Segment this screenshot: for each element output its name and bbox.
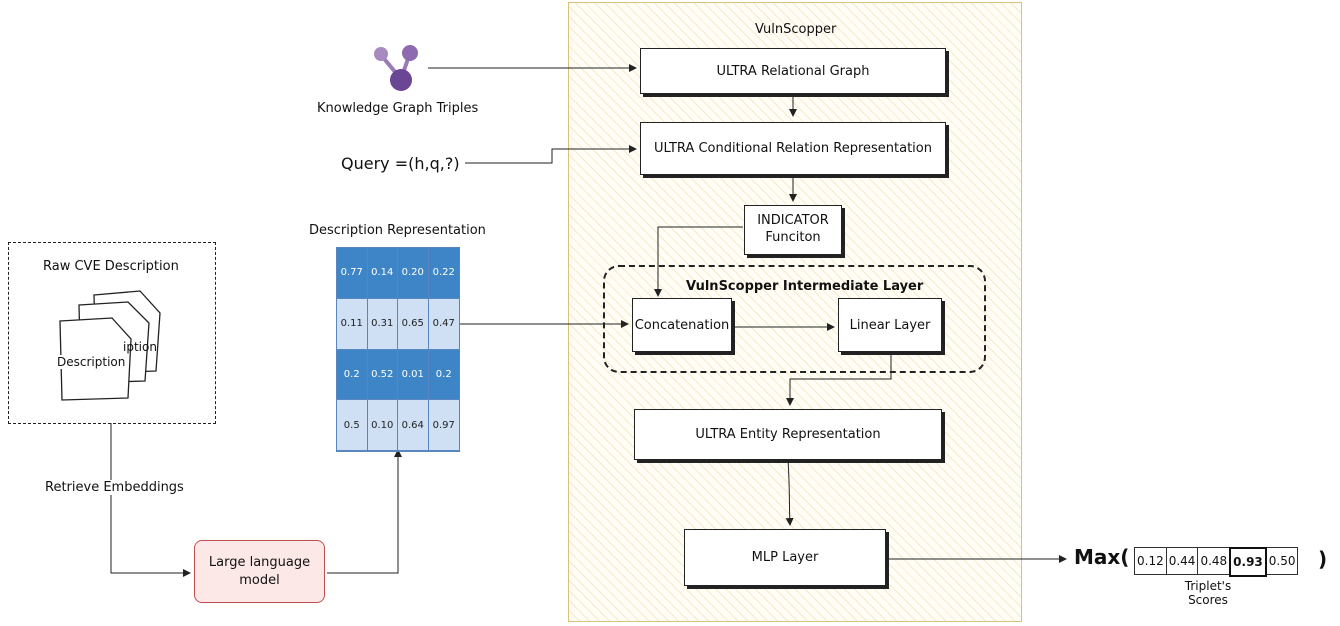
embedding-cell: 0.14 [367, 248, 398, 299]
embedding-cell: 0.2 [337, 349, 368, 401]
linear-layer-label: Linear Layer [849, 317, 931, 333]
kg-triples-label: Knowledge Graph Triples [317, 101, 479, 116]
llm-label: Large language model [208, 554, 311, 588]
embedding-cell: 0.47 [428, 298, 459, 350]
llm-box: Large language model [194, 540, 325, 603]
embedding-cell: 0.77 [337, 248, 368, 299]
query-label: Query =(h,q,?) [341, 154, 460, 173]
ultra-entity-representation-label: ULTRA Entity Representation [695, 427, 881, 442]
embedding-cell: 0.11 [337, 298, 368, 350]
max-close-label: ) [1318, 547, 1328, 571]
linear-layer-box: Linear Layer [838, 298, 942, 352]
document-back-label: iption [123, 340, 157, 354]
embedding-cell: 0.31 [367, 298, 398, 350]
mlp-layer-label: MLP Layer [751, 550, 819, 565]
ultra-entity-representation-box: ULTRA Entity Representation [634, 409, 942, 460]
score-cell: 0.93 [1229, 547, 1267, 577]
ultra-relational-graph-box: ULTRA Relational Graph [640, 48, 946, 94]
embedding-cell: 0.10 [367, 400, 398, 451]
retrieve-embeddings-label: Retrieve Embeddings [43, 480, 186, 495]
raw-cve-frame [8, 242, 216, 424]
max-open-label: Max( [1074, 545, 1130, 569]
embedding-cell: 0.01 [398, 349, 429, 401]
ultra-relational-graph-label: ULTRA Relational Graph [716, 63, 870, 79]
knowledge-graph-icon [374, 45, 418, 91]
embedding-cell: 0.97 [428, 400, 459, 451]
score-cell: 0.48 [1197, 547, 1231, 575]
intermediate-layer-region [603, 265, 986, 373]
mlp-layer-box: MLP Layer [684, 529, 886, 586]
embedding-cell: 0.65 [398, 298, 429, 350]
vulnscopper-panel [568, 2, 1022, 622]
embedding-cell: 0.5 [337, 400, 368, 451]
score-cell: 0.44 [1165, 547, 1199, 575]
indicator-function-box: INDICATOR Funciton [744, 205, 842, 255]
score-cell: 0.50 [1265, 547, 1299, 575]
document-front-label: Description [57, 355, 126, 369]
embedding-cell: 0.22 [428, 248, 459, 299]
score-cell: 0.12 [1134, 547, 1167, 575]
embedding-cell: 0.64 [398, 400, 429, 451]
concatenation-box: Concatenation [632, 298, 732, 352]
intermediate-layer-title: VulnScopper Intermediate Layer [686, 279, 924, 294]
indicator-function-label: INDICATOR Funciton [757, 213, 829, 245]
ultra-conditional-relation-label: ULTRA Conditional Relation Representatio… [654, 141, 932, 156]
embedding-cell: 0.52 [367, 349, 398, 401]
panel-title: VulnScopper [755, 22, 837, 37]
triplet-scores-caption: Triplet's Scores [1184, 579, 1232, 608]
concatenation-label: Concatenation [634, 317, 730, 333]
ultra-conditional-relation-box: ULTRA Conditional Relation Representatio… [640, 122, 946, 175]
raw-cve-label: Raw CVE Description [43, 259, 179, 274]
description-representation-title: Description Representation [309, 223, 486, 238]
embedding-cell: 0.20 [398, 248, 429, 299]
embedding-cell: 0.2 [428, 349, 459, 401]
